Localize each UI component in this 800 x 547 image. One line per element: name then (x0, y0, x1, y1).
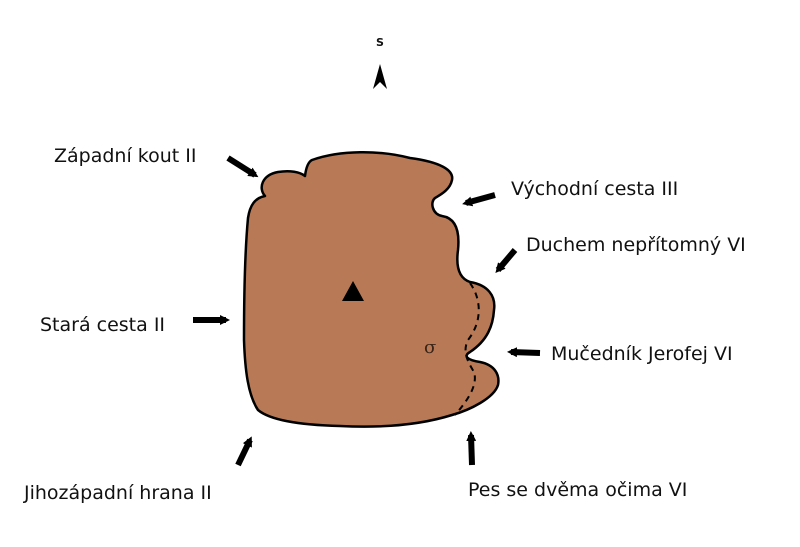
route-arrows (193, 155, 541, 467)
compass-letter: S (376, 36, 384, 49)
route-label-duchem-nepritomny: Duchem nepřítomný VI (526, 234, 746, 256)
rock-symbol: σ (424, 337, 437, 358)
route-label-jihozapadni-hrana: Jihozápadní hrana II (24, 482, 212, 504)
route-label-stara-cesta: Stará cesta II (40, 314, 166, 336)
arrow-mucednik-jerofej (507, 347, 541, 358)
route-dashed-line (454, 282, 480, 416)
north-arrow-icon (373, 64, 387, 89)
route-label-pes-se-dvema-ocima: Pes se dvěma očima VI (468, 479, 688, 501)
route-label-zapadni-kout: Západní kout II (54, 145, 197, 167)
route-label-vychodni-cesta: Východní cesta III (511, 178, 679, 200)
arrow-vychodni-cesta (462, 192, 496, 207)
arrow-pes-se-dvema-ocima (466, 431, 477, 466)
triangle-icon (342, 281, 364, 301)
rock-outline (242, 150, 500, 428)
arrow-jihozapadni-hrana (235, 436, 253, 467)
arrow-duchem-nepritomny (495, 248, 518, 274)
route-label-mucednik-jerofej: Mučedník Jerofej VI (551, 343, 733, 365)
arrow-zapadni-kout (226, 155, 259, 178)
